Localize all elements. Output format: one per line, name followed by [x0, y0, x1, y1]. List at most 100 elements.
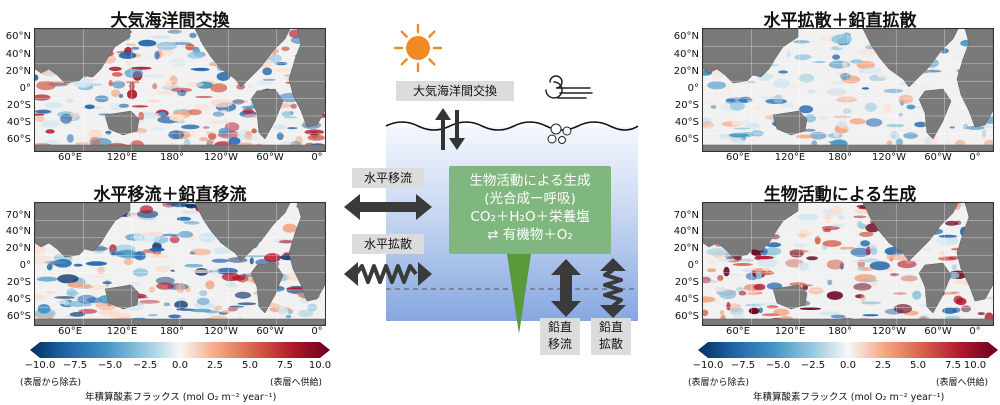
colorbar-low-note: (表層から除去) [688, 378, 750, 388]
lat-label: 40°S [674, 294, 699, 305]
colorbar-left [30, 342, 330, 362]
colorbar-tick: 0.0 [172, 360, 188, 371]
colorbar-high-note: (表層へ供給) [936, 378, 989, 388]
colorbar-high-note: (表層へ供給) [270, 378, 323, 388]
lat-label: 20°S [6, 277, 31, 288]
lon-label: 120°W [204, 152, 238, 163]
lat-label: 60°S [674, 311, 699, 322]
lon-label: 60°E [57, 152, 83, 163]
colorbar-right [698, 342, 998, 362]
colorbar-tick: 7.5 [277, 360, 293, 371]
colorbar-tick: −10.0 [692, 360, 724, 371]
lon-label: 60°W [256, 326, 284, 337]
bio-line-2: (光合成ー呼吸) [484, 191, 576, 207]
colorbar-tick: −5.0 [97, 360, 123, 371]
lon-label: 60°E [57, 326, 83, 337]
lat-label: 40°N [5, 226, 31, 237]
horizontal-diffusion-label: 水平拡散 [352, 234, 424, 254]
lat-label: 20°S [674, 277, 699, 288]
sun-icon [393, 23, 443, 73]
lat-label: 40°S [674, 117, 699, 128]
vertical-diffusion-arrow-icon [600, 258, 626, 318]
colorbar-left-gradient [30, 342, 330, 358]
vertical-diffusion-label: 鉛直 拡散 [591, 318, 631, 355]
map-diffusion [702, 28, 994, 152]
lon-label: 0° [311, 326, 323, 337]
colorbar-tick: −2.5 [132, 360, 158, 371]
lat-label: 60°S [6, 311, 31, 322]
lat-label: 40°S [6, 117, 31, 128]
colorbar-tick: 0.0 [840, 360, 856, 371]
lon-label: 120°E [106, 152, 138, 163]
lat-label: 60°N [5, 31, 31, 42]
colorbar-tick: −10.0 [24, 360, 56, 371]
lat-label: 20°N [5, 243, 31, 254]
lon-label: 180° [159, 152, 185, 163]
map-air-sea [34, 28, 326, 152]
map-air-sea-field [35, 29, 325, 151]
colorbar-tick: 10.0 [308, 360, 332, 371]
colorbar-right-gradient [698, 342, 998, 358]
lon-label: 120°W [872, 152, 906, 163]
colorbar-unit: 年積算酸素フラックス (mol O₂ m⁻² year⁻¹) [85, 392, 277, 403]
lon-label: 60°E [725, 326, 751, 337]
lat-label: 20°N [673, 66, 699, 77]
lat-label: 60°S [674, 134, 699, 145]
lon-label: 180° [159, 326, 185, 337]
air-sea-exchange-arrows-icon [435, 108, 465, 150]
lon-label: 0° [969, 152, 981, 163]
bio-line-3: CO₂＋H₂O＋栄養塩 [470, 209, 590, 225]
lat-label: 60°N [673, 31, 699, 42]
colorbar-low-note: (表層から除去) [20, 378, 82, 388]
lat-label: 40°S [6, 294, 31, 305]
colorbar-tick: 10.0 [963, 360, 987, 371]
lon-label: 120°E [774, 326, 806, 337]
map-advection [34, 202, 326, 326]
lat-label: 0° [687, 260, 699, 271]
panel-title-air-sea: 大気海洋間交換 [110, 11, 230, 31]
lon-label: 60°W [924, 152, 952, 163]
colorbar-tick: −7.5 [730, 360, 756, 371]
lat-label: 70°N [673, 210, 699, 221]
vertical-diffusion-label-line1: 鉛直 [598, 320, 623, 334]
colorbar-tick: 2.5 [207, 360, 223, 371]
bubbles-icon [547, 123, 572, 144]
vertical-diffusion-label-line2: 拡散 [598, 337, 623, 351]
colorbar-tick: 5.0 [242, 360, 258, 371]
bio-line-1: 生物活動による生成 [469, 173, 591, 189]
lon-label: 0° [311, 152, 323, 163]
colorbar-tick: 7.5 [945, 360, 961, 371]
colorbar-unit: 年積算酸素フラックス (mol O₂ m⁻² year⁻¹) [753, 392, 945, 403]
lat-label: 20°N [673, 243, 699, 254]
map-biology [702, 202, 994, 326]
vertical-advection-arrow-icon [551, 259, 581, 317]
colorbar-tick: 5.0 [910, 360, 926, 371]
lat-label: 0° [687, 83, 699, 94]
colorbar-tick: −7.5 [62, 360, 88, 371]
panel-title-advection: 水平移流＋鉛直移流 [93, 185, 247, 205]
lon-label: 120°E [774, 152, 806, 163]
mixed-layer-dashed-line [386, 288, 638, 290]
lat-label: 20°N [5, 66, 31, 77]
colorbar-tick: 2.5 [875, 360, 891, 371]
lat-label: 40°N [673, 226, 699, 237]
panel-title-biology: 生物活動による生成 [763, 185, 917, 205]
colorbar-tick: −2.5 [800, 360, 826, 371]
lat-label: 20°S [674, 100, 699, 111]
vertical-advection-label: 鉛直 移流 [540, 318, 580, 355]
horizontal-advection-label: 水平移流 [352, 168, 424, 188]
wind-icon [545, 75, 593, 99]
lon-label: 120°E [106, 326, 138, 337]
lon-label: 180° [827, 326, 853, 337]
lat-label: 70°N [5, 210, 31, 221]
horizontal-diffusion-arrow-icon [344, 262, 432, 286]
lat-label: 40°N [673, 49, 699, 60]
colorbar-tick: −5.0 [765, 360, 791, 371]
lat-label: 40°N [5, 49, 31, 60]
map-diffusion-field [703, 29, 993, 151]
biology-export-arrow-icon [507, 254, 531, 334]
bio-line-4: ⇄ 有機物＋O₂ [487, 227, 573, 243]
lon-label: 60°E [725, 152, 751, 163]
lat-label: 0° [19, 83, 31, 94]
ocean-surface-wave [385, 121, 639, 131]
